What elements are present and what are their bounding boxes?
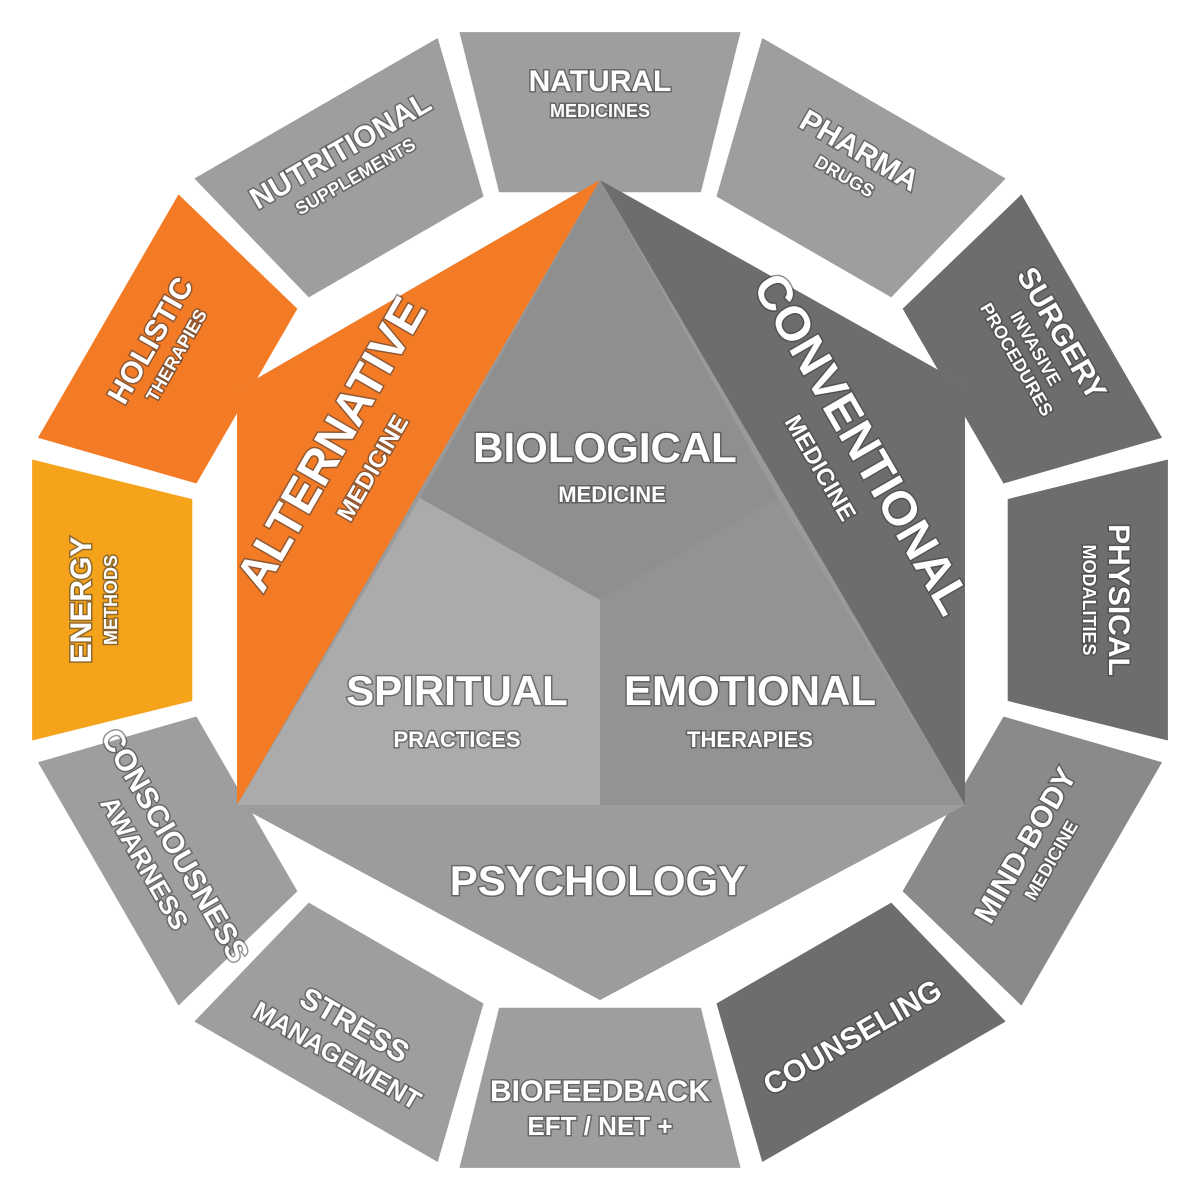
ring-segment-physical	[1007, 459, 1168, 741]
biological-subtitle: MEDICINE	[558, 482, 666, 507]
psychology-bottom	[237, 805, 965, 1000]
ring-subtitle-physical: MODALITIES	[1079, 545, 1099, 656]
spiritual-title: SPIRITUAL	[346, 667, 568, 714]
ring-segment-consciousness	[37, 716, 298, 1006]
spiritual-region	[237, 498, 600, 810]
ring-segment-energy	[32, 459, 193, 741]
inner-hexagon	[237, 180, 965, 1000]
ring-segment-holistic	[37, 194, 298, 484]
ring-subtitle-biofeedback: EFT / NET +	[527, 1111, 672, 1141]
ring-segment-stress	[194, 902, 484, 1163]
ring-segment-natural	[459, 32, 741, 193]
biological-region	[420, 180, 778, 600]
emotional-region	[600, 498, 965, 810]
ring-segment-biofeedback	[459, 1007, 741, 1168]
ring-segment-surgery	[902, 194, 1163, 484]
ring-label-natural: NATURAL MEDICINES	[527, 64, 673, 123]
ring-title-energy: ENERGY	[65, 537, 98, 664]
psychology-title: PSYCHOLOGY	[450, 857, 746, 904]
ring-segment-nutritional	[194, 37, 484, 298]
ring-segment-counseling	[716, 902, 1006, 1163]
emotional-subtitle: THERAPIES	[687, 727, 813, 752]
ring-title-biofeedback: BIOFEEDBACK	[490, 1075, 710, 1108]
ring-subtitle-natural: MEDICINES	[550, 101, 650, 121]
spiritual-subtitle: PRACTICES	[393, 727, 520, 752]
ring-segment-pharma	[716, 37, 1006, 298]
emotional-title: EMOTIONAL	[624, 667, 876, 714]
conventional-region	[600, 180, 965, 805]
alternative-region	[237, 180, 600, 805]
biological-title: BIOLOGICAL	[473, 424, 737, 471]
ring-subtitle-energy: METHODS	[101, 555, 121, 645]
ring-segment-mindbody	[902, 716, 1163, 1006]
ring-title-natural: NATURAL	[529, 65, 672, 98]
ring-title-physical: PHYSICAL	[1102, 524, 1135, 676]
